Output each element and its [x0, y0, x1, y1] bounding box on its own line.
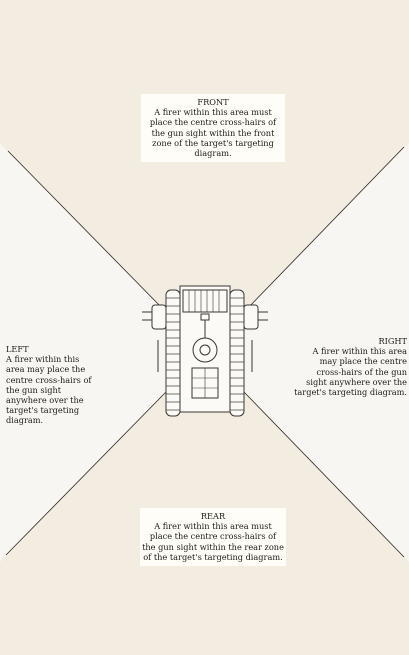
right-zone-label: RIGHT A firer within this area may place…	[294, 336, 407, 397]
right-zone-title: RIGHT	[294, 336, 407, 346]
front-zone-title: FRONT	[143, 97, 283, 107]
rear-zone-description: A firer within this area must place the …	[142, 521, 284, 562]
left-zone-title: LEFT	[6, 344, 98, 354]
left-zone-description: A firer within this area may place the c…	[6, 354, 91, 425]
left-zone-label: LEFT A firer within this area may place …	[6, 344, 98, 426]
front-zone-description: A firer within this area must place the …	[150, 107, 276, 158]
rear-zone-label: REAR A firer within this area must place…	[140, 508, 286, 566]
right-zone-description: A firer within this area may place the c…	[294, 346, 407, 397]
rear-zone-title: REAR	[142, 511, 284, 521]
front-zone-label: FRONT A firer within this area must plac…	[141, 94, 285, 162]
